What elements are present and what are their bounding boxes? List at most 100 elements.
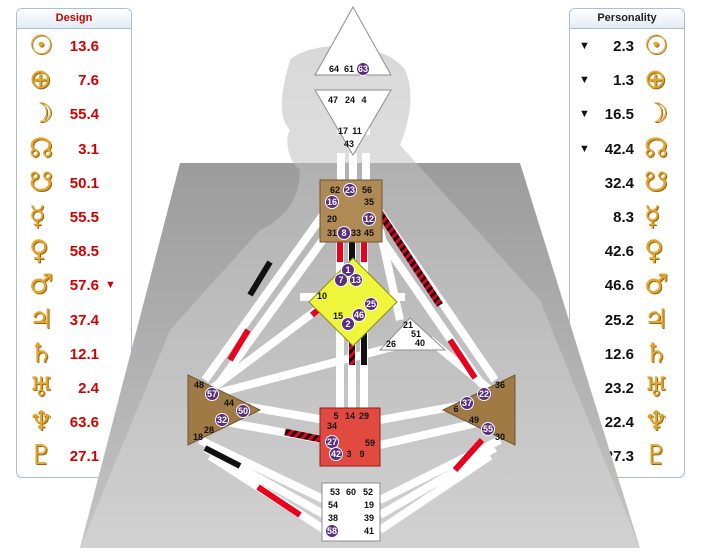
gate-highlight-circle: [356, 62, 370, 76]
gate-label: 49: [469, 415, 479, 425]
planet-row: ☉ 2.3 ▼: [570, 31, 684, 61]
gate-highlight-circle: [477, 387, 491, 401]
gate-label: 64: [329, 64, 339, 74]
gate-line-value: 3.1: [78, 140, 99, 158]
activation-personality: [203, 445, 242, 469]
gate-label: 48: [194, 380, 204, 390]
gate-label: 16: [327, 197, 337, 207]
gate-label: 39: [364, 513, 374, 523]
gate-label: 3: [346, 449, 351, 459]
mercury-icon: ☿: [29, 201, 46, 232]
gate-highlight-circle: [334, 273, 348, 287]
channel: [376, 229, 404, 321]
mercury-icon: ☿: [644, 201, 661, 232]
gate-label: 15: [333, 311, 343, 321]
gate-label: 37: [462, 398, 472, 408]
gate-label: 4: [361, 95, 366, 105]
gate-highlight-circle: [215, 413, 229, 427]
gate-label: 36: [495, 380, 505, 390]
gate-label: 43: [344, 139, 354, 149]
gate-label: 2: [345, 319, 350, 329]
gate-highlight-circle: [325, 524, 339, 538]
planet-row: ☽16.5▼: [570, 99, 684, 129]
planet-row: ☿8.3: [570, 202, 684, 232]
sun-icon: ☉: [29, 30, 54, 61]
gate-label: 27: [327, 437, 337, 447]
gate-line-value: 12.6: [604, 345, 634, 363]
gate-line-value: 55.5: [69, 209, 99, 226]
gate-label: 28: [204, 425, 214, 435]
gate-label: 29: [359, 411, 369, 421]
head-center: [314, 5, 392, 76]
gate-line-value: 2.3: [613, 38, 634, 55]
arrow-down-icon: ▼: [579, 74, 590, 87]
g-center: [308, 257, 398, 347]
south-node-icon: ☋: [29, 166, 53, 198]
planet-row: ♃ 25.2: [570, 303, 684, 335]
gate-label: 54: [328, 500, 338, 510]
gate-label: 30: [495, 432, 505, 442]
design-panel-title: Design: [17, 9, 131, 29]
gate-highlight-circle: [364, 297, 378, 311]
gate-label: 34: [327, 421, 337, 431]
arrow-down-icon: ▼: [579, 108, 590, 121]
gate-label: 20: [327, 214, 337, 224]
channel: [378, 436, 502, 504]
gate-label: 55: [483, 424, 493, 434]
gate-label: 58: [327, 526, 337, 536]
gate-label: 57: [207, 389, 217, 399]
gate-line-value: 32.4: [604, 174, 634, 192]
gate-line-value: 13.6: [69, 38, 99, 55]
gate-label: 60: [346, 487, 356, 497]
gate-label: 11: [352, 126, 362, 136]
gate-label: 9: [359, 449, 364, 459]
gate-label: 59: [365, 438, 375, 448]
planet-row: ♀42.6: [570, 236, 684, 266]
gate-line-value: 27.1: [69, 448, 99, 466]
neptune-icon: ♆: [644, 406, 669, 438]
gate-label: 40: [415, 338, 425, 348]
planet-row: ♅23.2: [570, 373, 684, 403]
gate-label: 44: [224, 398, 234, 408]
earth-icon: ⊕: [29, 64, 52, 96]
gate-label: 47: [328, 95, 338, 105]
sun-icon: ☉: [644, 30, 669, 61]
neptune-icon: ♆: [29, 406, 54, 438]
mars-icon: ♂: [29, 269, 54, 301]
planet-row: ♂46.6: [570, 270, 684, 300]
pluto-icon: ♇: [644, 440, 669, 472]
gate-line-value: 55.4: [69, 106, 99, 124]
activation-both: [375, 208, 443, 307]
gate-label: 51: [411, 329, 421, 339]
activations: [203, 100, 485, 518]
gate-line-value: 23.2: [604, 380, 634, 397]
gate-label: 62: [330, 185, 340, 195]
planet-row: ♆ 63.6: [17, 407, 131, 437]
arrow-down-icon: ▼: [579, 40, 590, 52]
planet-row: ♂57.6▼: [17, 270, 131, 300]
gate-line-value: 12.1: [69, 345, 99, 363]
planet-row: ☊3.1: [17, 133, 131, 164]
planet-row: ⊕7.6: [17, 65, 131, 95]
channel: [198, 436, 327, 504]
gate-label: 33: [351, 228, 361, 238]
gate-highlight-circle: [325, 195, 339, 209]
gate-line-value: 63.6: [69, 414, 99, 432]
gate-label: 19: [364, 500, 374, 510]
planet-row: ☋32.4: [570, 167, 684, 198]
planet-row: ⊕1.3▼: [570, 65, 684, 95]
activation-design: [227, 328, 251, 362]
activation-design: [447, 338, 478, 380]
gate-label: 63: [358, 64, 368, 74]
jupiter-icon: ♃: [644, 303, 669, 335]
channel: [207, 296, 333, 394]
design-panel: Design ☉13.6⊕7.6☽55.4☊3.1☋50.1☿55.5♀58.5…: [16, 8, 132, 478]
gate-line-value: 25.2: [604, 311, 634, 329]
channel: [214, 227, 334, 388]
gate-label: 6: [453, 404, 458, 414]
gate-line-value: 50.1: [69, 174, 99, 192]
activation-personality: [247, 260, 273, 297]
gate-label: 24: [345, 95, 355, 105]
pluto-icon: ♇: [29, 440, 54, 472]
activation-design: [256, 484, 302, 518]
